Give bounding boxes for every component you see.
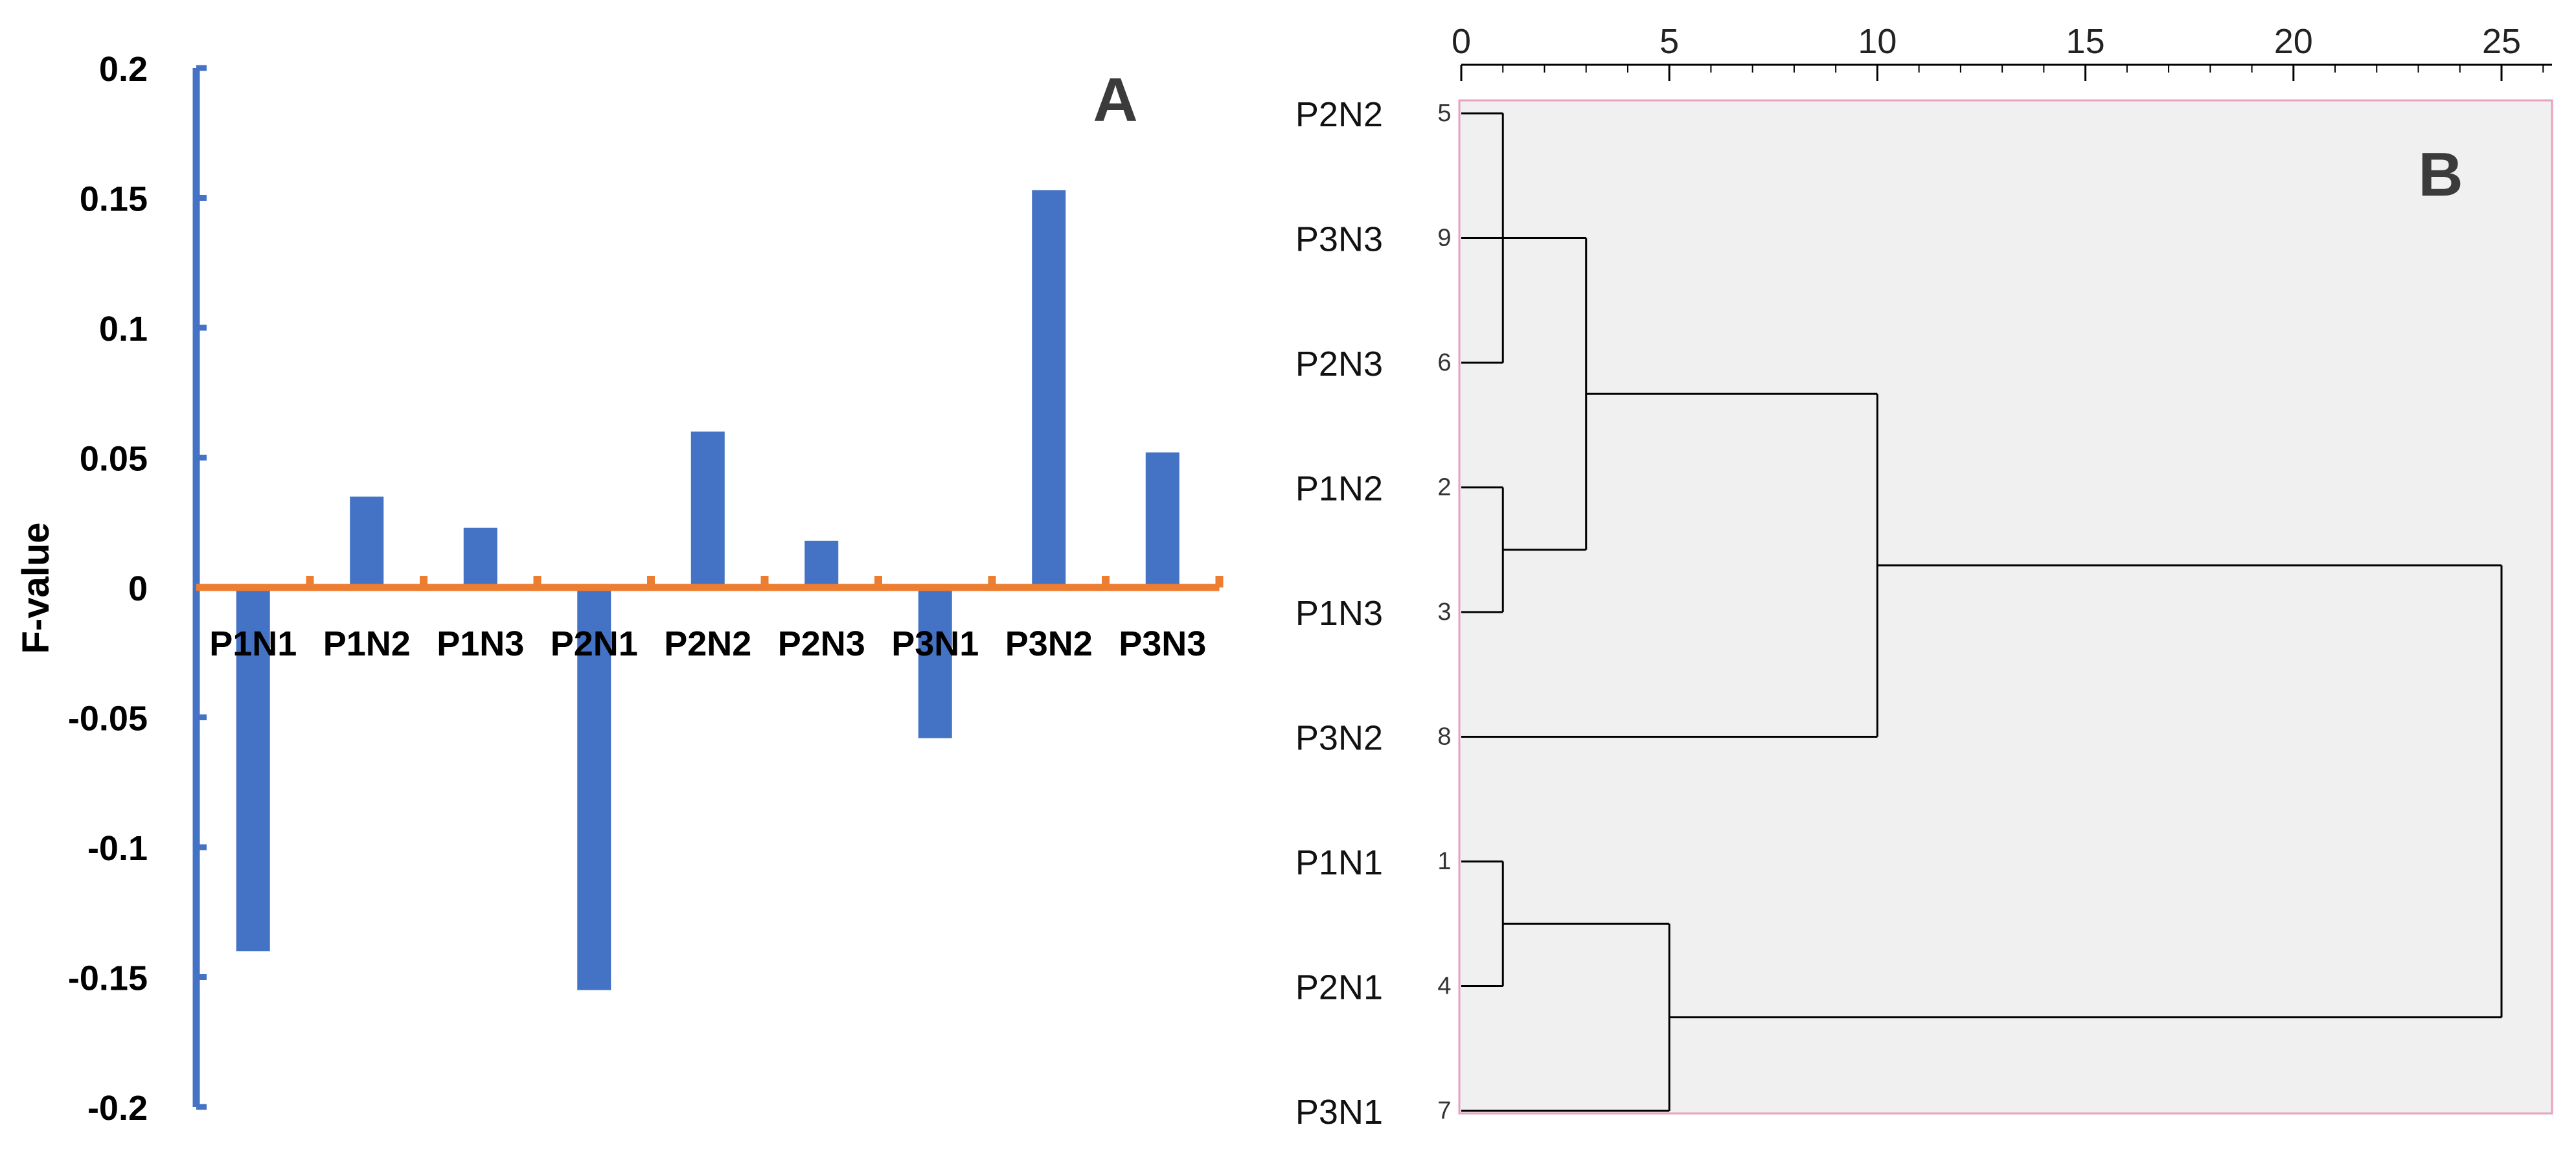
bar-p3n1 bbox=[918, 587, 952, 738]
distance-tick-label: 15 bbox=[2066, 22, 2105, 61]
zero-baseline-axis bbox=[196, 576, 1224, 591]
leaf-case-number: 8 bbox=[1437, 723, 1451, 751]
dendrogram-plot-area bbox=[1458, 99, 2553, 1115]
x-tick-label: P2N3 bbox=[778, 624, 865, 663]
leaf-label-p1n3: P1N3 bbox=[1295, 594, 1383, 633]
bar-chart-panel: P1N1 P1N2 P1N3 P2N1 P2N2 P2N3 P3N1 P3N2 P3N3 0.2… bbox=[15, 50, 1224, 1128]
y-axis-title: F-value bbox=[15, 522, 57, 654]
leaf-case-number: 5 bbox=[1437, 100, 1451, 127]
y-tick-label: 0.1 bbox=[99, 310, 148, 348]
x-tick-labels: P1N1 P1N2 P1N3 P2N1 P2N2 P2N3 P3N1 P3N2 P3N3 bbox=[209, 624, 1206, 663]
bar-p1n1 bbox=[236, 587, 270, 951]
leaf-case-number: 1 bbox=[1437, 848, 1451, 875]
distance-axis: 0 5 10 15 20 25 bbox=[1452, 22, 2552, 81]
leaf-case-number: 3 bbox=[1437, 598, 1451, 626]
x-tick-mark bbox=[647, 576, 655, 587]
x-tick-label: P3N2 bbox=[1005, 624, 1093, 663]
leaf-case-number: 2 bbox=[1437, 474, 1451, 501]
bar-p2n1 bbox=[577, 587, 611, 990]
bar-p2n2 bbox=[690, 431, 725, 587]
x-tick-mark bbox=[988, 576, 996, 587]
x-tick-label: P1N1 bbox=[209, 624, 297, 663]
distance-tick-label: 10 bbox=[1858, 22, 1897, 61]
x-tick-mark bbox=[874, 576, 882, 587]
leaf-case-number: 4 bbox=[1437, 973, 1451, 1000]
x-tick-mark bbox=[533, 576, 541, 587]
y-tick-label: 0.2 bbox=[99, 50, 148, 89]
x-tick-label: P1N3 bbox=[437, 624, 524, 663]
bar-p3n3 bbox=[1145, 452, 1180, 587]
panel-label-a: A bbox=[1093, 65, 1137, 135]
y-tick-labels: 0.2 0.15 0.1 0.05 0 -0.05 -0.1 -0.15 -0.2 bbox=[68, 50, 148, 1128]
bar-series bbox=[236, 190, 1180, 990]
x-tick-label: P3N3 bbox=[1119, 624, 1206, 663]
leaf-label-p1n1: P1N1 bbox=[1295, 843, 1383, 882]
x-tick-label: P2N2 bbox=[664, 624, 751, 663]
y-tick-label: 0.15 bbox=[80, 180, 148, 219]
y-tick-label: -0.2 bbox=[87, 1089, 148, 1128]
x-tick-label: P1N2 bbox=[323, 624, 411, 663]
x-tick-mark bbox=[1215, 576, 1224, 587]
bar-p3n2 bbox=[1032, 190, 1066, 588]
bar-p2n3 bbox=[804, 540, 839, 587]
bar-p1n2 bbox=[350, 496, 384, 587]
leaf-case-number: 9 bbox=[1437, 225, 1451, 252]
distance-tick-label: 25 bbox=[2482, 22, 2521, 61]
distance-tick-label: 20 bbox=[2274, 22, 2313, 61]
leaf-label-p3n2: P3N2 bbox=[1295, 719, 1383, 758]
y-tick-label: 0 bbox=[128, 569, 148, 608]
leaf-label-p2n1: P2N1 bbox=[1295, 968, 1383, 1007]
panel-label-b: B bbox=[2418, 140, 2463, 209]
x-tick-label: P3N1 bbox=[891, 624, 979, 663]
x-tick-mark bbox=[306, 576, 314, 587]
leaf-label-p2n3: P2N3 bbox=[1295, 345, 1383, 383]
leaf-case-number: 6 bbox=[1437, 349, 1451, 376]
bar-p1n3 bbox=[463, 527, 497, 587]
x-tick-label: P2N1 bbox=[551, 624, 638, 663]
leaf-label-p2n2: P2N2 bbox=[1295, 95, 1383, 134]
x-tick-mark bbox=[1102, 576, 1110, 587]
x-tick-mark bbox=[760, 576, 769, 587]
dendrogram-branches bbox=[1461, 112, 2503, 1112]
distance-tick-label: 0 bbox=[1452, 22, 1471, 61]
y-tick-label: 0.05 bbox=[80, 440, 148, 479]
distance-tick-label: 5 bbox=[1659, 22, 1679, 61]
x-tick-mark bbox=[420, 576, 427, 587]
y-tick-label: -0.05 bbox=[68, 700, 148, 738]
leaf-label-p3n3: P3N3 bbox=[1295, 220, 1383, 259]
y-tick-label: -0.15 bbox=[68, 959, 148, 998]
leaf-label-p3n1: P3N1 bbox=[1295, 1093, 1383, 1132]
leaf-case-number: 7 bbox=[1437, 1097, 1451, 1124]
leaf-label-p1n2: P1N2 bbox=[1295, 470, 1383, 508]
y-tick-label: -0.1 bbox=[87, 829, 148, 868]
